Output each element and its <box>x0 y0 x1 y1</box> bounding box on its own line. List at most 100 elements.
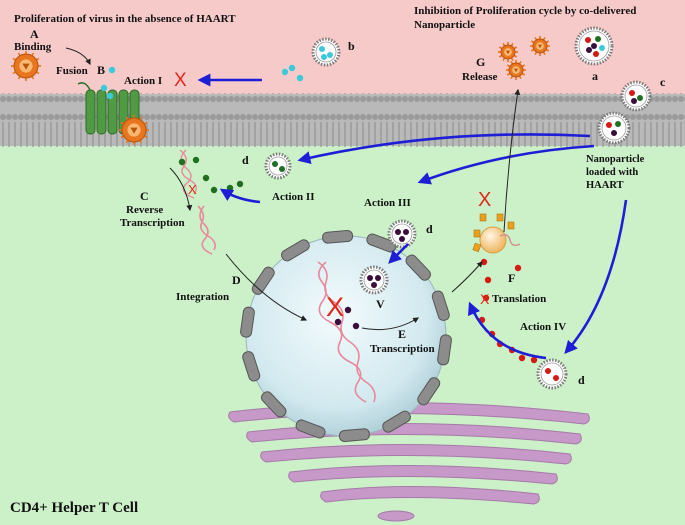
lipid-nanoparticle <box>620 80 652 112</box>
np-label-d-action-iv: d <box>578 373 585 387</box>
action-iv-arrow <box>468 301 547 360</box>
nuclear-pore-segment <box>261 391 287 418</box>
drug-molecule <box>210 186 218 194</box>
hiv-virion <box>530 36 550 56</box>
lipid-nanoparticle <box>264 152 292 180</box>
lipid-nanoparticle <box>359 265 389 295</box>
drug-molecule <box>108 66 116 74</box>
step-f-letter: F <box>508 271 515 285</box>
lipid-nanoparticle <box>536 358 568 390</box>
release-arrow <box>503 88 521 233</box>
delivery-arrow-to-action-iv <box>564 199 628 354</box>
right-title-line1: Inhibition of Proliferation cycle by co-… <box>414 5 636 17</box>
nuclear-pore-segment <box>417 377 441 406</box>
step-d-letter: D <box>232 273 241 287</box>
lipid-nanoparticle <box>311 37 341 67</box>
drug-molecule <box>296 74 304 82</box>
nuclear-envelope-pores <box>240 230 452 442</box>
x-mark-action-i: X <box>174 70 187 91</box>
nuclear-pore-segment <box>431 290 450 321</box>
drug-molecule <box>334 318 342 326</box>
nuclear-pore-segment <box>295 419 326 439</box>
cell-label: CD4+ Helper T Cell <box>10 500 138 516</box>
reverse-transcribed-dna <box>197 205 216 255</box>
hiv-virion <box>11 51 41 81</box>
np-label-d-action-iii: d <box>426 222 433 236</box>
step-a-letter: A <box>30 27 39 41</box>
step-e-label: Transcription <box>370 343 435 355</box>
loaded-label-line3: HAART <box>586 180 624 191</box>
step-d-label: Integration <box>176 291 229 303</box>
drug-molecule <box>178 158 186 166</box>
transcription-arrow <box>361 317 420 331</box>
drug-molecule <box>226 184 234 192</box>
x-mark-release: X <box>478 189 491 211</box>
drug-molecule <box>344 306 352 314</box>
nuclear-pore-segment <box>338 428 370 442</box>
drug-molecule <box>236 180 244 188</box>
delivery-arrow-to-action-ii <box>297 133 591 165</box>
nuclear-pore-segment <box>366 233 397 253</box>
nuclear-pore-segment <box>322 230 354 244</box>
left-title: Proliferation of virus in the absence of… <box>14 13 236 25</box>
inhibition-marks: X X X X X <box>174 70 491 322</box>
drug-molecule <box>482 294 490 302</box>
right-title-line2: Nanoparticle <box>414 19 475 31</box>
step-g-label: Release <box>462 71 498 83</box>
delivery-arrow-to-action-iii <box>417 144 595 185</box>
nuclear-pore-segment <box>405 254 431 281</box>
reverse-transcription-arrow <box>169 167 193 212</box>
x-mark-translation: X <box>480 291 490 307</box>
x-mark-integration: X <box>326 292 344 322</box>
step-c-label1: Reverse <box>126 204 163 216</box>
action-i-label: Action I <box>124 75 162 87</box>
action-ii-label: Action II <box>272 191 314 203</box>
nuclear-pore-segment <box>240 306 255 338</box>
drug-molecule <box>530 356 538 364</box>
np-label-a: a <box>592 69 598 83</box>
hiv-virions <box>11 36 550 145</box>
drug-molecule <box>514 264 522 272</box>
drug-molecule <box>352 322 360 330</box>
integrated-dna <box>317 261 376 403</box>
action-ii-arrow <box>219 188 261 204</box>
x-mark-action-ii: X <box>188 182 197 197</box>
ribosome <box>472 213 521 254</box>
action-iv-label: Action IV <box>520 321 566 333</box>
step-c-label2: Transcription <box>120 217 185 229</box>
step-e-letter: E <box>398 327 406 341</box>
drug-molecule <box>192 156 200 164</box>
export-arrow <box>451 261 483 293</box>
hiv-virion <box>498 42 518 62</box>
drug-molecule <box>484 276 492 284</box>
nuclear-pore-segment <box>281 239 310 262</box>
step-g-letter: G <box>476 55 485 69</box>
drug-molecule <box>281 68 289 76</box>
np-label-b: b <box>348 39 355 53</box>
drug-molecule <box>202 174 210 182</box>
np-label-c: c <box>660 75 666 89</box>
np-label-d-action-ii: d <box>242 153 249 167</box>
lipid-nanoparticle <box>597 111 631 145</box>
nanoparticles <box>264 26 652 390</box>
binding-arrow <box>65 47 91 66</box>
lipid-nanoparticle <box>387 219 417 249</box>
process-arrows <box>65 47 521 331</box>
loaded-label-line1: Nanoparticle <box>586 154 645 165</box>
step-b-letter: B <box>97 63 105 77</box>
drug-molecule <box>288 64 296 72</box>
step-a-label: Binding <box>14 41 52 53</box>
step-f-label: Translation <box>492 293 546 305</box>
np-label-v: V <box>376 297 385 311</box>
blue-delivery-arrows <box>197 73 628 360</box>
loaded-label-line2: loaded with <box>586 167 638 178</box>
drug-molecule <box>106 92 114 100</box>
free-drug-molecules <box>100 64 538 364</box>
action-iii-arrow <box>388 243 409 264</box>
fusion-label: Fusion <box>56 65 88 77</box>
integration-arrow <box>225 253 308 321</box>
nuclear-pore-segment <box>242 351 261 382</box>
lipid-nanoparticle <box>574 26 614 66</box>
hiv-virion <box>119 115 149 145</box>
